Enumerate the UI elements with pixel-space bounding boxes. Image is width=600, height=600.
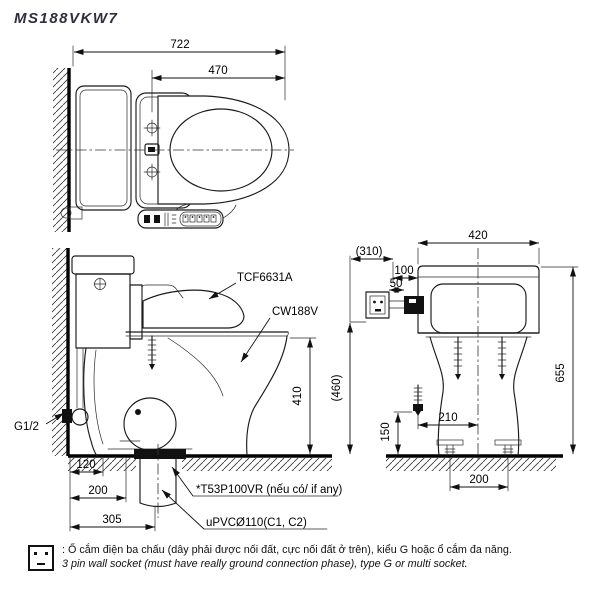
bowl-left-profile	[429, 336, 444, 457]
floor-hatch	[68, 458, 136, 471]
label-drain-pipe: uPVCØ110(C1, C2)	[206, 517, 307, 529]
dim-470: 470	[208, 65, 227, 77]
hinge-mark	[143, 163, 161, 181]
nozzle-hatch	[144, 143, 160, 156]
label-seat-model: TCF6631A	[237, 272, 293, 284]
footnote-vietnamese: : Ổ cắm điện ba chấu (dây phải được nối …	[62, 544, 512, 556]
label-bowl-model: CW188V	[272, 306, 318, 318]
dim-410: 410	[292, 386, 304, 405]
power-plug	[404, 296, 424, 314]
seat-bolt	[147, 335, 157, 370]
dim-200-side: 200	[88, 485, 107, 497]
dim-210: 210	[438, 412, 457, 424]
power-socket-icon	[28, 545, 54, 571]
dim-310: (310)	[356, 246, 383, 258]
floor-bolt	[436, 439, 464, 457]
dim-50: 50	[390, 278, 403, 290]
bowl-right-profile	[513, 336, 528, 457]
power-socket-icon	[365, 291, 390, 319]
dim-460: (460)	[331, 374, 343, 401]
bowl-back-profile	[83, 347, 98, 457]
wall-hatch	[52, 248, 68, 456]
valve-knob	[62, 409, 72, 423]
dim-655: 655	[555, 363, 567, 382]
drain-flange	[134, 449, 186, 459]
side-view: 410 (460) 120 200 305 G1/2 TCF6631A CW18…	[14, 248, 367, 532]
dim-305: 305	[102, 514, 121, 526]
dim-150: 150	[380, 422, 392, 441]
label-inlet-g12: G1/2	[14, 421, 39, 433]
floor-hatch	[182, 458, 332, 471]
rear-view: 420 (310) 100 50 655 150 210 200	[351, 230, 579, 492]
dim-200-rear: 200	[469, 474, 488, 486]
seat-bolt	[453, 336, 463, 380]
seat-lid-side	[142, 289, 245, 329]
seat-lid-top	[157, 95, 290, 205]
tank-top	[75, 85, 132, 211]
supply-valve-top	[60, 207, 72, 219]
control-panel	[137, 203, 237, 229]
label-flange-model: *T53P100VR (nếu có/ if any)	[196, 484, 343, 496]
flush-button	[93, 277, 107, 291]
tank-lid-side	[71, 255, 135, 275]
top-view: 722 470	[53, 39, 294, 232]
footnote-english: 3 pin wall socket (must have really grou…	[62, 558, 468, 570]
floor-hatch	[386, 458, 556, 471]
seat-mount-plate	[129, 284, 143, 340]
dim-100: 100	[394, 265, 413, 277]
footnote: : Ổ cắm điện ba chấu (dây phải được nối …	[62, 543, 594, 571]
dim-420: 420	[468, 230, 487, 242]
floor-bolt	[494, 439, 522, 457]
tank-panel-rear	[430, 283, 527, 334]
dim-722: 722	[170, 39, 189, 51]
page-title: MS188VKW7	[14, 10, 119, 27]
panel-buttons	[182, 214, 217, 223]
dim-120: 120	[76, 459, 95, 471]
supply-stub	[413, 384, 423, 416]
seat-bolt	[497, 336, 507, 380]
hinge-mark	[143, 119, 161, 137]
tank-rear	[417, 265, 540, 334]
bowl-front-profile	[246, 335, 288, 456]
tank-body-side	[75, 273, 131, 349]
trapway	[123, 397, 177, 451]
panel-icon	[144, 215, 150, 223]
panel-icon	[154, 215, 160, 223]
